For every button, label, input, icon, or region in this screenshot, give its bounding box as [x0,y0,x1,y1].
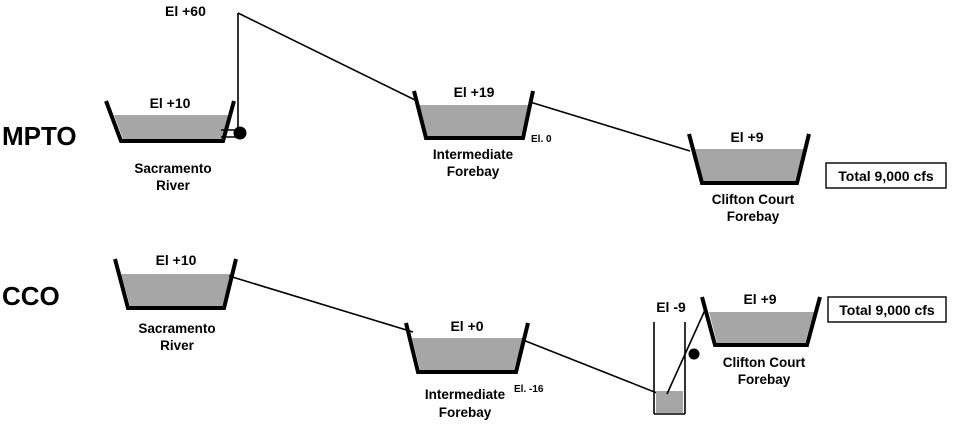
basin-outline [687,133,811,185]
cco-sump-elevation: El -9 [656,299,686,315]
cco-intermediate-forebay-basin [404,322,530,374]
cco-sacramento-name-line1: Sacramento [138,321,215,336]
cco-intermediate-name-line1: Intermediate [425,387,506,402]
mpto-intermediate-elevation: El +19 [454,84,495,100]
cco-sacramento-elevation: El +10 [156,252,197,268]
basin-outline [404,322,530,374]
mpto-clifton-name-line2: Forebay [727,209,780,224]
mpto-conveyance-line-2 [529,101,691,152]
mpto-sacramento-river-basin [104,100,236,143]
sump-water [656,391,683,413]
mpto-conveyance-line-1 [237,12,416,101]
water-fill [412,338,523,370]
water-fill [419,105,530,136]
cco-intermediate-bottom-elevation: El. -16 [514,384,544,395]
cco-conveyance-line-2 [522,339,658,394]
mpto-high-point-elevation: El +60 [165,3,206,19]
mpto-sacramento-name-line1: Sacramento [134,161,211,176]
basin-outline [412,90,535,140]
cco-clifton-court-basin [700,296,822,347]
basin-outline [113,258,238,310]
water-fill [694,149,804,181]
mpto-sacramento-name-line2: River [156,178,191,193]
basin-outline [104,100,236,143]
cco-pump-sump [653,322,686,415]
cco-clifton-name-line1: Clifton Court [723,355,806,370]
cco-intermediate-elevation: El +0 [450,318,483,334]
mpto-total-box [825,162,947,189]
cco-sacramento-river-basin [113,258,238,310]
cco-clifton-elevation: El +9 [743,291,776,307]
mpto-pump-icon [233,126,247,140]
mpto-clifton-court-basin [687,133,811,185]
mpto-clifton-name-line1: Clifton Court [712,192,795,207]
cco-pump-icon [688,348,700,360]
cco-lift-pipe [666,309,706,395]
mpto-sacramento-elevation: El +10 [150,95,191,111]
cco-intermediate-name-line2: Forebay [439,405,492,420]
water-fill [709,312,814,343]
cco-conveyance-line-1 [228,275,414,333]
water-fill [114,115,231,139]
mpto-intermediate-name-line2: Forebay [447,164,500,179]
row-label-mpto: MPTO [2,121,77,151]
mpto-total-label: Total 9,000 cfs [838,168,934,184]
cco-total-label: Total 9,000 cfs [839,302,935,318]
mpto-intermediate-name-line1: Intermediate [433,147,514,162]
row-label-cco: CCO [2,281,60,311]
mpto-intermediate-bottom-elevation: El. 0 [531,134,552,145]
cco-sacramento-name-line2: River [160,338,195,353]
basin-outline [700,296,822,347]
water-fill [121,274,231,306]
cco-total-box [827,296,947,323]
mpto-clifton-elevation: El +9 [730,129,763,145]
mpto-intermediate-forebay-basin [412,90,535,140]
cco-clifton-name-line2: Forebay [738,372,791,387]
